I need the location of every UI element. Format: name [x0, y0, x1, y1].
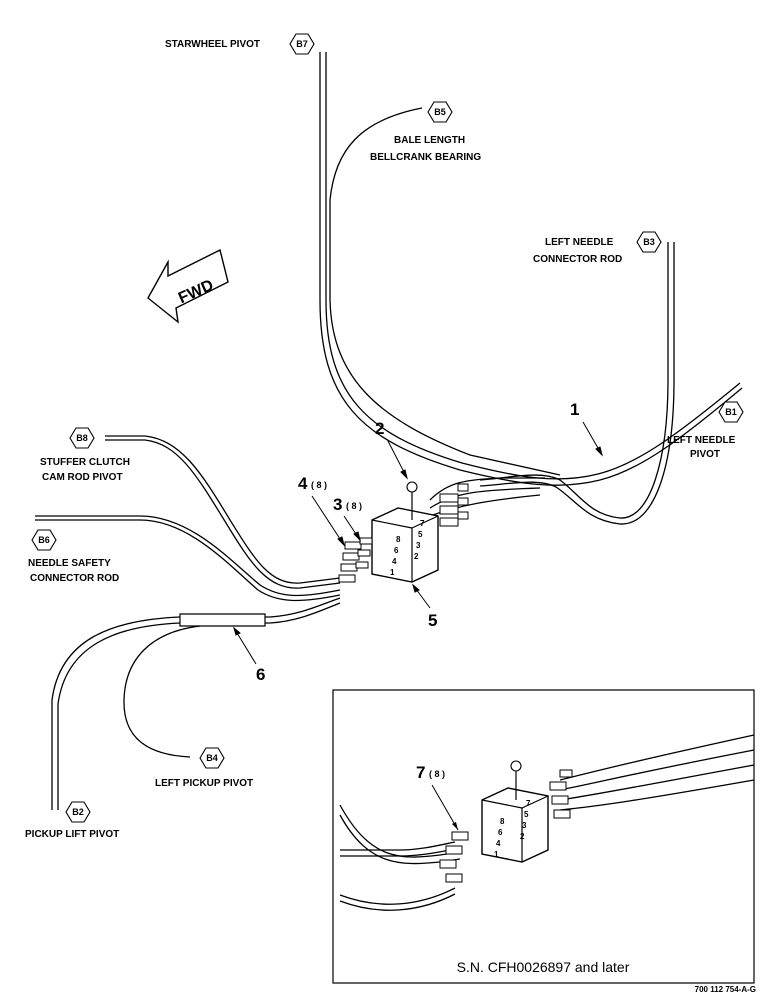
callout-5: 5 — [428, 611, 437, 630]
inset-port-4: 4 — [496, 839, 501, 848]
inset-port-6: 6 — [498, 828, 503, 837]
block-port-4: 4 — [392, 557, 397, 566]
location-tags: STARWHEEL PIVOT B7 B5 BALE LENGTH BELLCR… — [25, 33, 744, 840]
label-b1-line2: PIVOT — [690, 449, 720, 460]
hex-b3-code: B3 — [643, 237, 655, 247]
block-port-3: 3 — [416, 541, 421, 550]
distribution-block: 8 6 4 1 7 5 3 2 — [338, 481, 469, 583]
line-b4-left-pickup — [123, 625, 201, 758]
hex-b7-code: B7 — [296, 39, 308, 49]
inset-port-8: 8 — [500, 817, 505, 826]
label-b8-line2: CAM ROD PIVOT — [42, 472, 123, 483]
label-left-pickup-pivot: LEFT PICKUP PIVOT — [155, 778, 253, 789]
line-b5-bale-length — [329, 107, 561, 476]
hex-b1-code: B1 — [725, 407, 737, 417]
figure-reference: 700 112 754-A-G — [695, 985, 756, 994]
inset-caption: S.N. CFH0026897 and later — [457, 959, 630, 975]
label-b3-line1: LEFT NEEDLE — [545, 237, 614, 248]
hex-b2 — [65, 801, 91, 823]
hex-b1 — [718, 401, 744, 423]
callout-4: 4 — [298, 474, 308, 493]
callouts: 1 2 4 ( 8 ) 3 ( 8 ) 5 6 — [233, 400, 603, 684]
hex-b3 — [636, 231, 662, 253]
hex-b6-code: B6 — [38, 535, 50, 545]
callout-1: 1 — [570, 400, 579, 419]
hex-b5 — [427, 101, 453, 123]
label-bale-length-2: BELLCRANK BEARING — [370, 152, 481, 163]
callout-6: 6 — [256, 665, 265, 684]
hex-b7 — [289, 33, 315, 55]
hex-b8 — [69, 427, 95, 449]
callout-7-qty: ( 8 ) — [429, 769, 445, 779]
callout-2: 2 — [375, 419, 384, 438]
line-b7-starwheel — [319, 52, 743, 486]
line-b3-connector — [479, 242, 669, 519]
inset-port-1: 1 — [494, 850, 499, 859]
fittings-right — [439, 483, 469, 527]
line-b2-pickup-lift — [51, 616, 181, 810]
line-b8-stuffer — [105, 435, 341, 584]
inset-port-2: 2 — [520, 832, 525, 841]
block-port-5: 5 — [418, 530, 423, 539]
hex-b4-code: B4 — [206, 753, 218, 763]
hex-b4 — [199, 747, 225, 769]
callout-3: 3 — [333, 495, 342, 514]
label-pickup-lift-pivot: PICKUP LIFT PIVOT — [25, 829, 119, 840]
label-bale-length-1: BALE LENGTH — [394, 135, 465, 146]
block-port-8: 8 — [396, 535, 401, 544]
block-port-7: 7 — [420, 519, 425, 528]
label-b8-line1: STUFFER CLUTCH — [40, 457, 130, 468]
block-port-1: 1 — [390, 568, 395, 577]
label-b1-line1: LEFT NEEDLE — [667, 435, 736, 446]
fwd-arrow: FWD — [147, 248, 229, 324]
sleeve-part-6 — [179, 613, 266, 627]
label-starwheel-pivot: STARWHEEL PIVOT — [165, 39, 260, 50]
hex-b2-code: B2 — [72, 807, 84, 817]
inset-port-5: 5 — [524, 810, 529, 819]
block-port-6: 6 — [394, 546, 399, 555]
callout-4-qty: ( 8 ) — [311, 480, 327, 490]
block-port-2: 2 — [414, 552, 419, 561]
inset-panel: 8 6 4 1 7 5 3 2 7 ( 8 ) S.N. CFH0026897 … — [332, 689, 755, 984]
hex-b8-code: B8 — [76, 433, 88, 443]
hex-b5-code: B5 — [434, 107, 446, 117]
inset-port-3: 3 — [522, 821, 527, 830]
line-b6-needle-safety — [35, 515, 341, 597]
label-b6-line2: CONNECTOR ROD — [30, 573, 119, 584]
label-b6-line1: NEEDLE SAFETY — [28, 558, 111, 569]
callout-3-qty: ( 8 ) — [346, 501, 362, 511]
grease-fitting-part-2 — [406, 481, 418, 493]
callout-7: 7 — [416, 763, 425, 782]
fittings-left — [338, 537, 373, 583]
label-b3-line2: CONNECTOR ROD — [533, 254, 622, 265]
hex-b6 — [31, 529, 57, 551]
lube-lines — [35, 52, 743, 810]
inset-port-7: 7 — [526, 799, 531, 808]
